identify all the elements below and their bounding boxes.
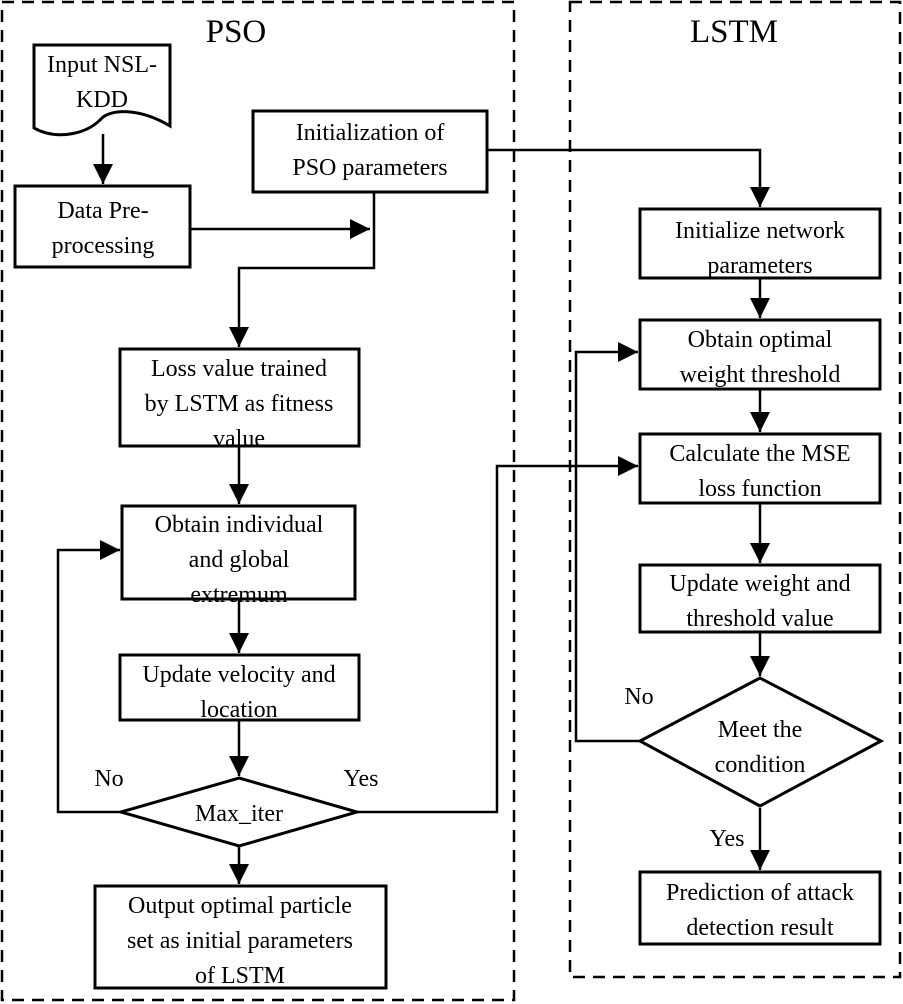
node-prediction: Prediction of attack detection result — [638, 870, 882, 946]
meet-condition-diamond — [636, 676, 885, 808]
edge-meet-no-loop — [574, 342, 640, 743]
update-velocity-label-line-2: location — [200, 697, 277, 723]
loss-label: Loss value trained by LSTM as fitness valu… — [145, 356, 334, 452]
update-velocity-box — [118, 653, 361, 722]
meet-condition-label-line-1: Meet the — [718, 717, 803, 743]
lstm-yes-label: Yes — [710, 826, 745, 852]
input-label-line-1: Input NSL- — [47, 52, 157, 78]
loss-label-line-2: by LSTM as fitness — [145, 391, 334, 417]
pso-no-label: No — [94, 766, 123, 792]
lstm-panel — [568, 0, 902, 979]
optimal-weight-box — [638, 318, 882, 391]
prediction-box — [638, 870, 882, 946]
update-weight-label-line-1: Update weight and — [669, 571, 850, 597]
node-extremum: Obtain individual and global extremum — [120, 504, 357, 608]
init-pso-label: Initialization of PSO parameters — [292, 120, 447, 181]
mse-label-line-2: loss function — [698, 476, 821, 502]
optimal-weight-label-line-2: weight threshold — [680, 362, 841, 388]
max-iter-label: Max_iter — [195, 801, 283, 827]
lstm-title: LSTM — [690, 14, 778, 50]
pso-title: PSO — [206, 14, 267, 50]
mse-label: Calculate the MSE loss function — [669, 441, 850, 502]
output-box — [93, 884, 388, 990]
node-update-velocity: Update velocity and location — [118, 653, 361, 723]
update-weight-box — [638, 563, 882, 634]
preprocess-box — [13, 184, 192, 269]
extremum-box — [120, 504, 357, 601]
update-velocity-label: Update velocity and location — [142, 662, 335, 723]
lstm-no-label: No — [624, 684, 653, 710]
optimal-weight-label-line-1: Obtain optimal — [688, 327, 833, 353]
update-weight-label: Update weight and threshold value — [669, 571, 850, 632]
edge-init-to-loss — [229, 192, 376, 347]
meet-condition-label: Meet the condition — [715, 717, 806, 778]
extremum-label: Obtain individual and global extremum — [155, 512, 324, 608]
loss-label-line-1: Loss value trained — [151, 356, 327, 382]
node-mse: Calculate the MSE loss function — [638, 432, 882, 505]
node-input: Input NSL- KDD — [32, 43, 172, 137]
loss-label-line-3: value — [213, 426, 265, 452]
node-init-pso: Initialization of PSO parameters — [251, 109, 489, 194]
init-network-label-line-1: Initialize network — [675, 218, 845, 244]
edge-maxiter-no-loop — [56, 540, 121, 814]
output-label-line-2: set as initial parameters — [127, 928, 353, 954]
node-update-weight: Update weight and threshold value — [638, 563, 882, 634]
optimal-weight-label: Obtain optimal weight threshold — [680, 327, 841, 388]
prediction-label: Prediction of attack detection result — [666, 880, 854, 941]
mse-label-line-1: Calculate the MSE — [669, 441, 850, 467]
node-preprocess: Data Pre-processing — [13, 184, 192, 269]
pso-yes-label: Yes — [344, 766, 379, 792]
init-pso-label-line-1: Initialization of — [296, 120, 445, 146]
init-network-label: Initialize network parameters — [675, 218, 845, 279]
update-velocity-label-line-1: Update velocity and — [142, 662, 335, 688]
extremum-label-line-1: Obtain individual — [155, 512, 324, 538]
pso-panel — [0, 0, 516, 1002]
input-label: Input NSL- KDD — [47, 52, 157, 113]
input-label-line-2: KDD — [76, 87, 128, 113]
preprocess-label-line-2: processing — [52, 233, 155, 259]
mse-box — [638, 432, 882, 505]
update-weight-label-line-2: threshold value — [686, 606, 833, 632]
init-network-label-line-2: parameters — [707, 253, 812, 279]
init-network-box — [638, 207, 882, 280]
node-init-network: Initialize network parameters — [638, 207, 882, 280]
preprocess-label: Data Pre-processing — [52, 198, 155, 259]
node-loss: Loss value trained by LSTM as fitness valu… — [118, 347, 361, 452]
init-pso-label-line-2: PSO parameters — [292, 155, 447, 181]
edge-maxiter-yes-to-mse — [357, 456, 638, 814]
preprocess-label-line-1: Data Pre- — [57, 198, 148, 224]
node-output: Output optimal particle set as initial pa… — [93, 884, 388, 990]
loss-box — [118, 347, 361, 448]
input-document-shape — [32, 43, 172, 137]
extremum-label-line-2: and global — [189, 547, 290, 573]
node-max-iter: Max_iter — [115, 776, 363, 848]
output-label-line-1: Output optimal particle — [128, 893, 352, 919]
output-label: Output optimal particle set as initial pa… — [127, 893, 353, 989]
node-optimal-weight: Obtain optimal weight threshold — [638, 318, 882, 391]
edge-init-to-network — [487, 148, 770, 207]
meet-condition-label-line-2: condition — [715, 752, 806, 778]
node-meet-condition: Meet the condition — [636, 676, 885, 808]
extremum-label-line-3: extremum — [190, 582, 288, 608]
max-iter-diamond — [115, 776, 363, 848]
edges — [56, 134, 770, 884]
prediction-label-line-1: Prediction of attack — [666, 880, 854, 906]
output-label-line-3: of LSTM — [195, 963, 285, 989]
init-pso-box — [251, 109, 489, 194]
prediction-label-line-2: detection result — [686, 915, 834, 941]
max-iter-label-line-1: Max_iter — [195, 801, 283, 827]
